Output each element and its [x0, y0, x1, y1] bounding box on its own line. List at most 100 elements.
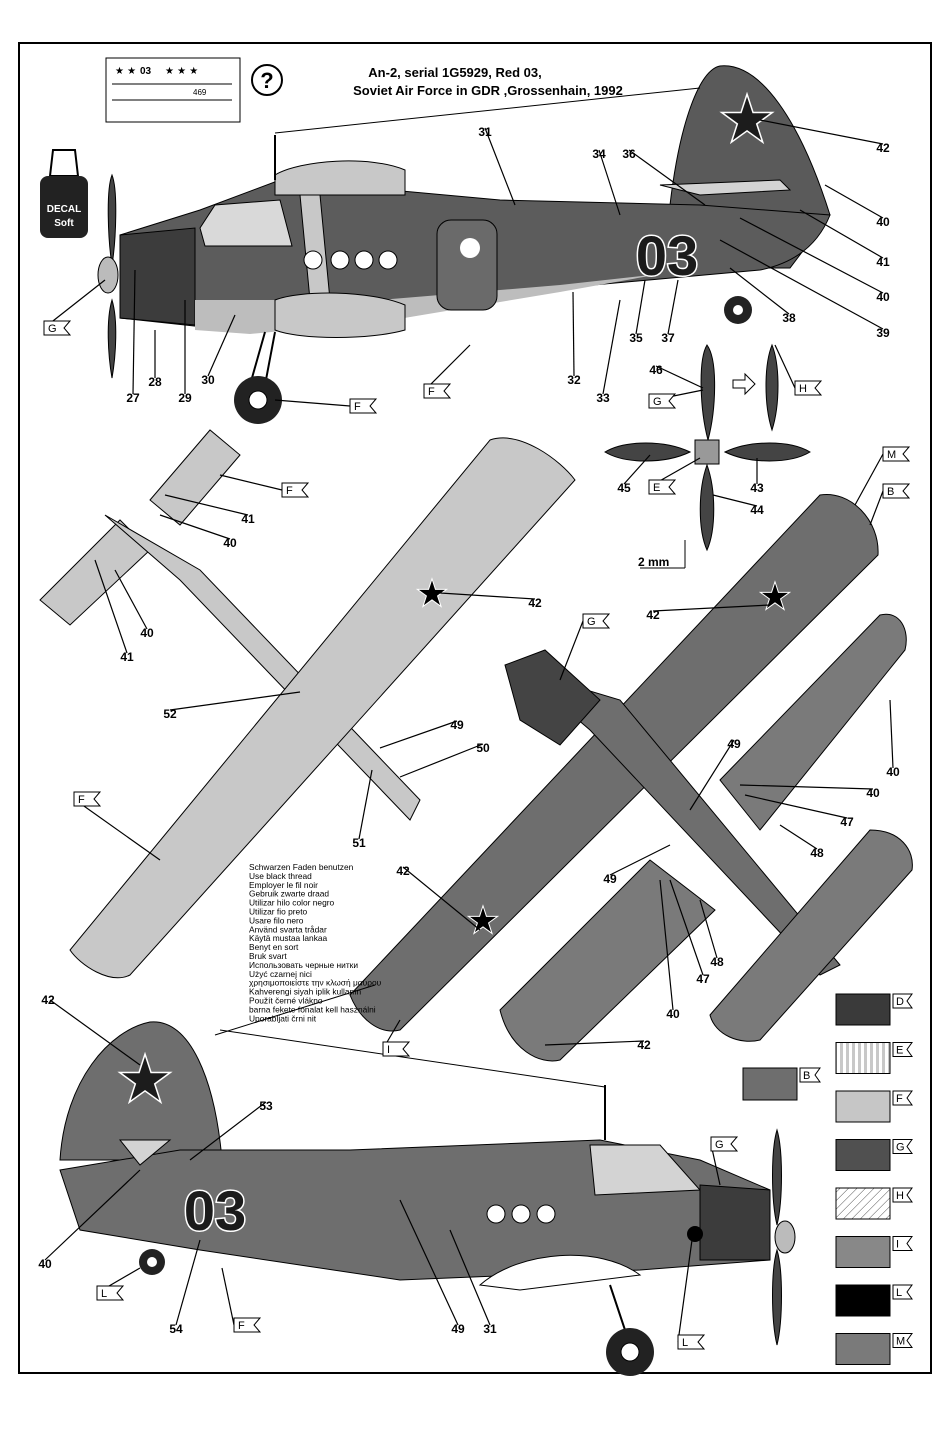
leader-line	[94, 559, 128, 654]
color-tag-code: H	[799, 383, 807, 395]
leader-line	[729, 267, 790, 315]
thread-note-line: Kahverengi siyah iplik kullanın	[249, 987, 362, 997]
legend-code: L	[896, 1287, 902, 1299]
leader-line	[669, 879, 704, 976]
legend-swatch	[835, 1284, 891, 1317]
color-tag-flag	[677, 1334, 706, 1350]
callout-label: 49	[727, 737, 741, 751]
star-icon: ★ ★	[115, 66, 136, 77]
side-view-right: ★ 03	[59, 984, 796, 1376]
leader-line	[635, 279, 646, 335]
callout-label: 28	[148, 375, 162, 389]
leader-line	[652, 604, 771, 612]
color-tag-flag	[233, 1317, 262, 1333]
thread-note-line: Benyt en sort	[249, 942, 299, 952]
legend-code: D	[896, 996, 904, 1008]
callout-label: 52	[163, 707, 177, 721]
title-line-1: An-2, serial 1G5929, Red 03,	[368, 65, 541, 80]
thread-note-line: Gebruik zwarte draad	[249, 889, 329, 899]
instruction-frame	[18, 42, 932, 1374]
prop-detail: 2 mm	[604, 343, 811, 569]
side-number-top: 03	[636, 224, 698, 287]
callout-label: 54	[169, 1322, 183, 1336]
color-tag-code: G	[653, 396, 662, 408]
title-line-2: Soviet Air Force in GDR ,Grossenhain, 19…	[353, 83, 623, 98]
callout-label: 48	[810, 846, 824, 860]
callout-label: 49	[451, 1322, 465, 1336]
leader-line	[73, 798, 161, 861]
callout-label: 40	[876, 290, 890, 304]
thread-note-line: Použít černé vlákno	[249, 996, 323, 1006]
help-icon: ?	[251, 64, 283, 96]
decal-soft-bottle-icon: DECAL Soft	[40, 149, 88, 238]
leader-line	[189, 1101, 267, 1161]
title-block: An-2, serial 1G5929, Red 03, Soviet Air …	[353, 65, 623, 98]
legend-flag	[892, 1042, 913, 1057]
help-icon-glyph: ?	[260, 68, 273, 93]
color-tag-flag	[423, 383, 452, 399]
callout-label: 48	[710, 955, 724, 969]
leader-line	[719, 239, 884, 330]
callout-label: 42	[876, 141, 890, 155]
color-tag-code: F	[354, 401, 361, 413]
leader-line	[779, 824, 818, 850]
top-view: ★	[39, 429, 576, 979]
legend-swatch	[742, 1067, 798, 1101]
color-tag-code: E	[653, 482, 660, 494]
callout-label: 53	[259, 1099, 273, 1113]
thread-note-line: Employer le fil noir	[249, 880, 318, 890]
leader-line	[655, 365, 704, 389]
color-tag-flag	[794, 380, 823, 396]
leader-line	[598, 149, 621, 216]
callout-label: 34	[592, 147, 606, 161]
thread-note-line: Använd svarta trådar	[249, 924, 327, 934]
legend-code: H	[896, 1190, 904, 1202]
callout-label: 41	[241, 512, 255, 526]
callout-label: 33	[596, 391, 610, 405]
callout-label: 40	[38, 1257, 52, 1271]
thread-note-line: Uporabljati črni nit	[249, 1013, 317, 1023]
legend-swatch	[835, 1042, 891, 1074]
leader-line	[854, 453, 884, 506]
leader-line	[114, 569, 148, 630]
callout-label: 31	[483, 1322, 497, 1336]
leader-line	[667, 279, 679, 335]
arrow-right-icon	[732, 372, 756, 396]
legend-code: M	[896, 1336, 905, 1348]
thread-note-line: Use black thread	[249, 871, 312, 881]
thread-note-line: barna fekete fonalat kell használni	[249, 1004, 376, 1014]
legend-swatch	[835, 1139, 891, 1171]
thread-note-line: Utilizar fio preto	[249, 907, 308, 917]
color-tag-flag	[96, 1285, 125, 1301]
color-tag-code: G	[715, 1139, 724, 1151]
color-tag-flag	[382, 1041, 411, 1057]
callout-label: 38	[782, 311, 796, 325]
color-tag-code: G	[48, 323, 57, 335]
legend-swatch	[835, 1236, 891, 1268]
side-view-left: ★ 03	[97, 65, 831, 424]
callout-label: 40	[223, 536, 237, 550]
leader-line	[677, 1239, 693, 1343]
color-tag-code: L	[101, 1288, 107, 1300]
leader-line	[449, 1229, 491, 1326]
legend-flag	[799, 1067, 821, 1083]
color-tag-flag	[882, 446, 911, 462]
leader-line	[544, 1040, 645, 1046]
callout-label: 40	[666, 1007, 680, 1021]
callout-label: 51	[352, 836, 366, 850]
thread-note-line: Użyć czarnej nici	[249, 969, 312, 979]
legend-code: F	[896, 1093, 903, 1105]
callout-label: 47	[840, 815, 854, 829]
leader-line	[49, 999, 141, 1066]
legend-flag	[892, 1187, 913, 1203]
leader-line	[423, 344, 471, 392]
leader-line	[623, 454, 651, 485]
leader-line	[43, 279, 106, 329]
leader-line	[44, 1169, 141, 1261]
color-tag-code: L	[682, 1337, 688, 1349]
color-tag-code: I	[387, 1044, 390, 1056]
decal-sheet-num: 469	[193, 88, 207, 97]
color-tag-flag	[281, 482, 310, 498]
